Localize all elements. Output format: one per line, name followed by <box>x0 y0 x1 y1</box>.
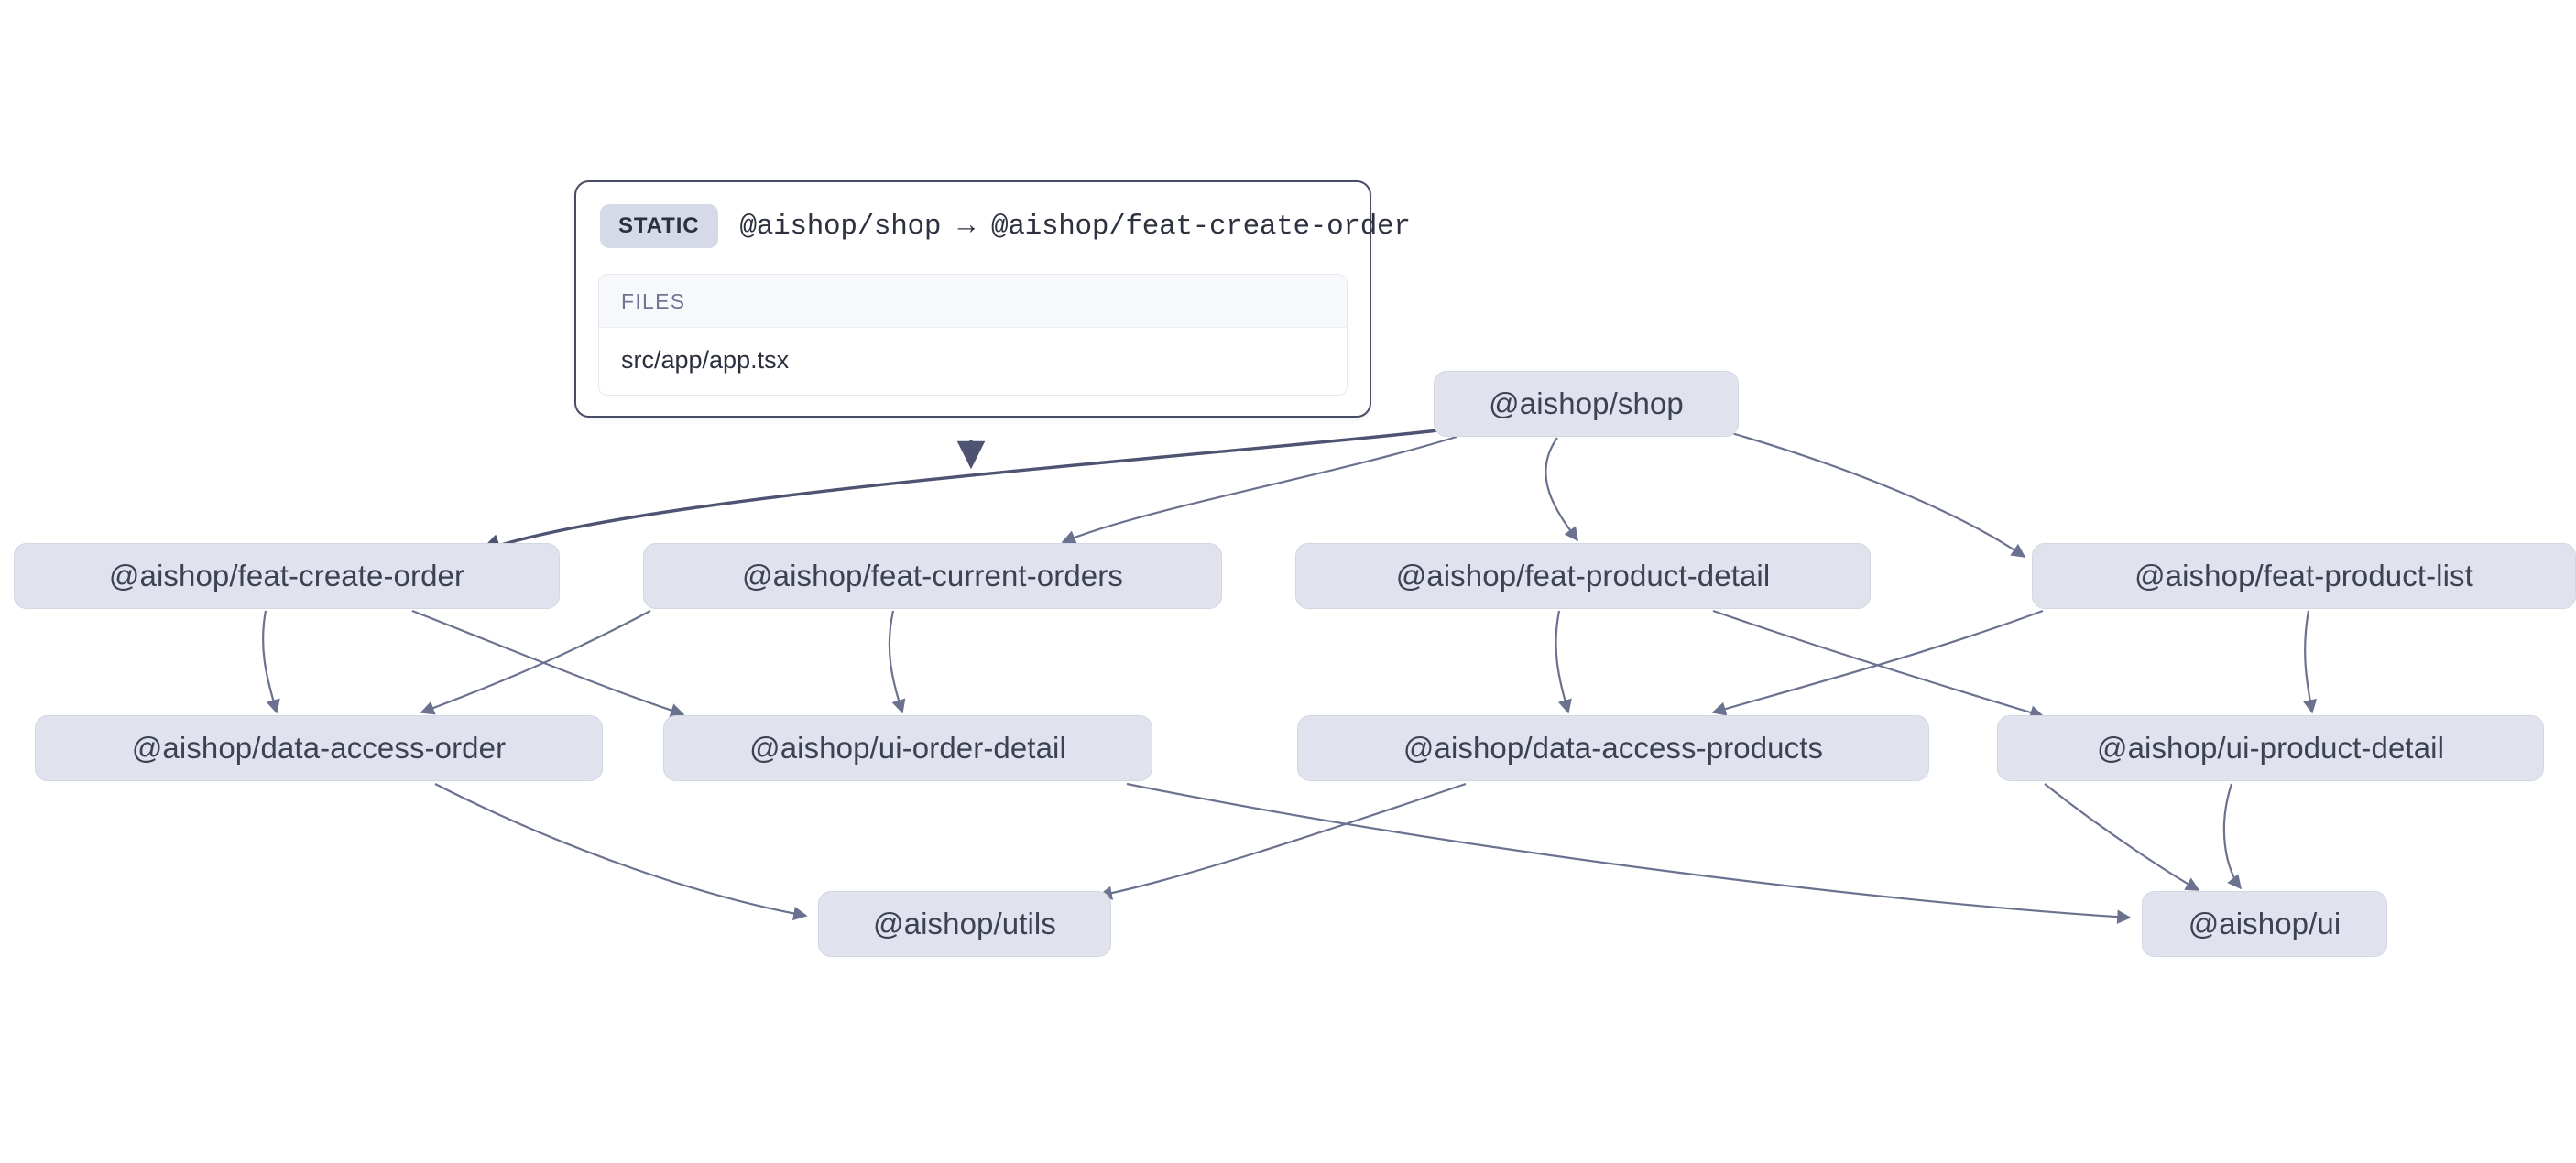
graph-node-label: @aishop/ui-order-detail <box>749 731 1066 765</box>
edge-data-access-order-to-utils <box>434 783 808 921</box>
graph-node-utils[interactable]: @aishop/utils <box>818 891 1111 957</box>
graph-node-label: @aishop/feat-create-order <box>108 559 465 592</box>
graph-node-label: @aishop/shop <box>1489 386 1684 420</box>
edge-data-access-products-to-utils <box>1097 782 1467 900</box>
files-section-header: FILES <box>599 275 1347 328</box>
edge-shop-to-feat-product-detail <box>1545 437 1578 542</box>
edge-feat-create-order-to-data-access-order <box>262 610 280 714</box>
graph-node-feat-product-list[interactable]: @aishop/feat-product-list <box>2032 543 2576 609</box>
edge-shop-to-feat-product-list <box>1721 429 2026 558</box>
graph-node-feat-product-detail[interactable]: @aishop/feat-product-detail <box>1295 543 1871 609</box>
graph-node-data-access-order[interactable]: @aishop/data-access-order <box>35 715 603 781</box>
edge-feat-current-orders-to-ui-order-detail <box>888 610 906 714</box>
graph-node-ui-order-detail[interactable]: @aishop/ui-order-detail <box>663 715 1152 781</box>
graph-node-data-access-products[interactable]: @aishop/data-access-products <box>1297 715 1929 781</box>
graph-node-label: @aishop/data-access-order <box>131 731 507 765</box>
edge-feat-product-list-to-data-access-products <box>1711 609 2044 716</box>
graph-node-feat-current-orders[interactable]: @aishop/feat-current-orders <box>643 543 1222 609</box>
graph-node-ui[interactable]: @aishop/ui <box>2142 891 2387 957</box>
graph-node-label: @aishop/feat-product-detail <box>1395 559 1771 592</box>
edge-ui-product-detail-to-ui-left <box>2044 783 2200 891</box>
edge-ui-order-detail-to-ui <box>1126 782 2132 924</box>
edge-detail-tooltip[interactable]: STATIC @aishop/shop → @aishop/feat-creat… <box>574 180 1411 418</box>
graph-node-label: @aishop/feat-current-orders <box>742 559 1123 592</box>
graph-node-feat-create-order[interactable]: @aishop/feat-create-order <box>14 543 560 609</box>
file-list-item[interactable]: src/app/app.tsx <box>599 328 1347 395</box>
edge-feat-current-orders-to-data-access-order <box>420 610 651 715</box>
graph-node-label: @aishop/data-access-products <box>1403 731 1824 765</box>
graph-node-label: @aishop/feat-product-list <box>2134 559 2473 592</box>
edge-feat-product-detail-to-data-access-products <box>1555 610 1572 714</box>
edge-feat-create-order-to-ui-order-detail <box>411 609 685 718</box>
edge-feat-product-detail-to-ui-product-detail <box>1712 609 2045 720</box>
tooltip-header: STATIC @aishop/shop → @aishop/feat-creat… <box>598 201 1411 252</box>
tooltip-title: @aishop/shop → @aishop/feat-create-order <box>739 210 1411 243</box>
edge-shop-to-feat-create-order <box>478 429 1439 556</box>
files-panel: FILES src/app/app.tsx <box>598 274 1348 396</box>
edge-ui-product-detail-to-ui-curve <box>2222 783 2242 890</box>
edge-shop-to-feat-current-orders <box>1061 435 1457 544</box>
graph-node-label: @aishop/ui <box>2188 907 2341 940</box>
graph-node-label: @aishop/ui-product-detail <box>2096 731 2445 765</box>
graph-node-ui-product-detail[interactable]: @aishop/ui-product-detail <box>1997 715 2544 781</box>
static-badge: STATIC <box>600 204 718 248</box>
graph-node-shop[interactable]: @aishop/shop <box>1434 371 1739 437</box>
graph-node-label: @aishop/utils <box>873 907 1056 940</box>
edge-feat-product-list-to-ui-product-detail <box>2302 610 2318 714</box>
